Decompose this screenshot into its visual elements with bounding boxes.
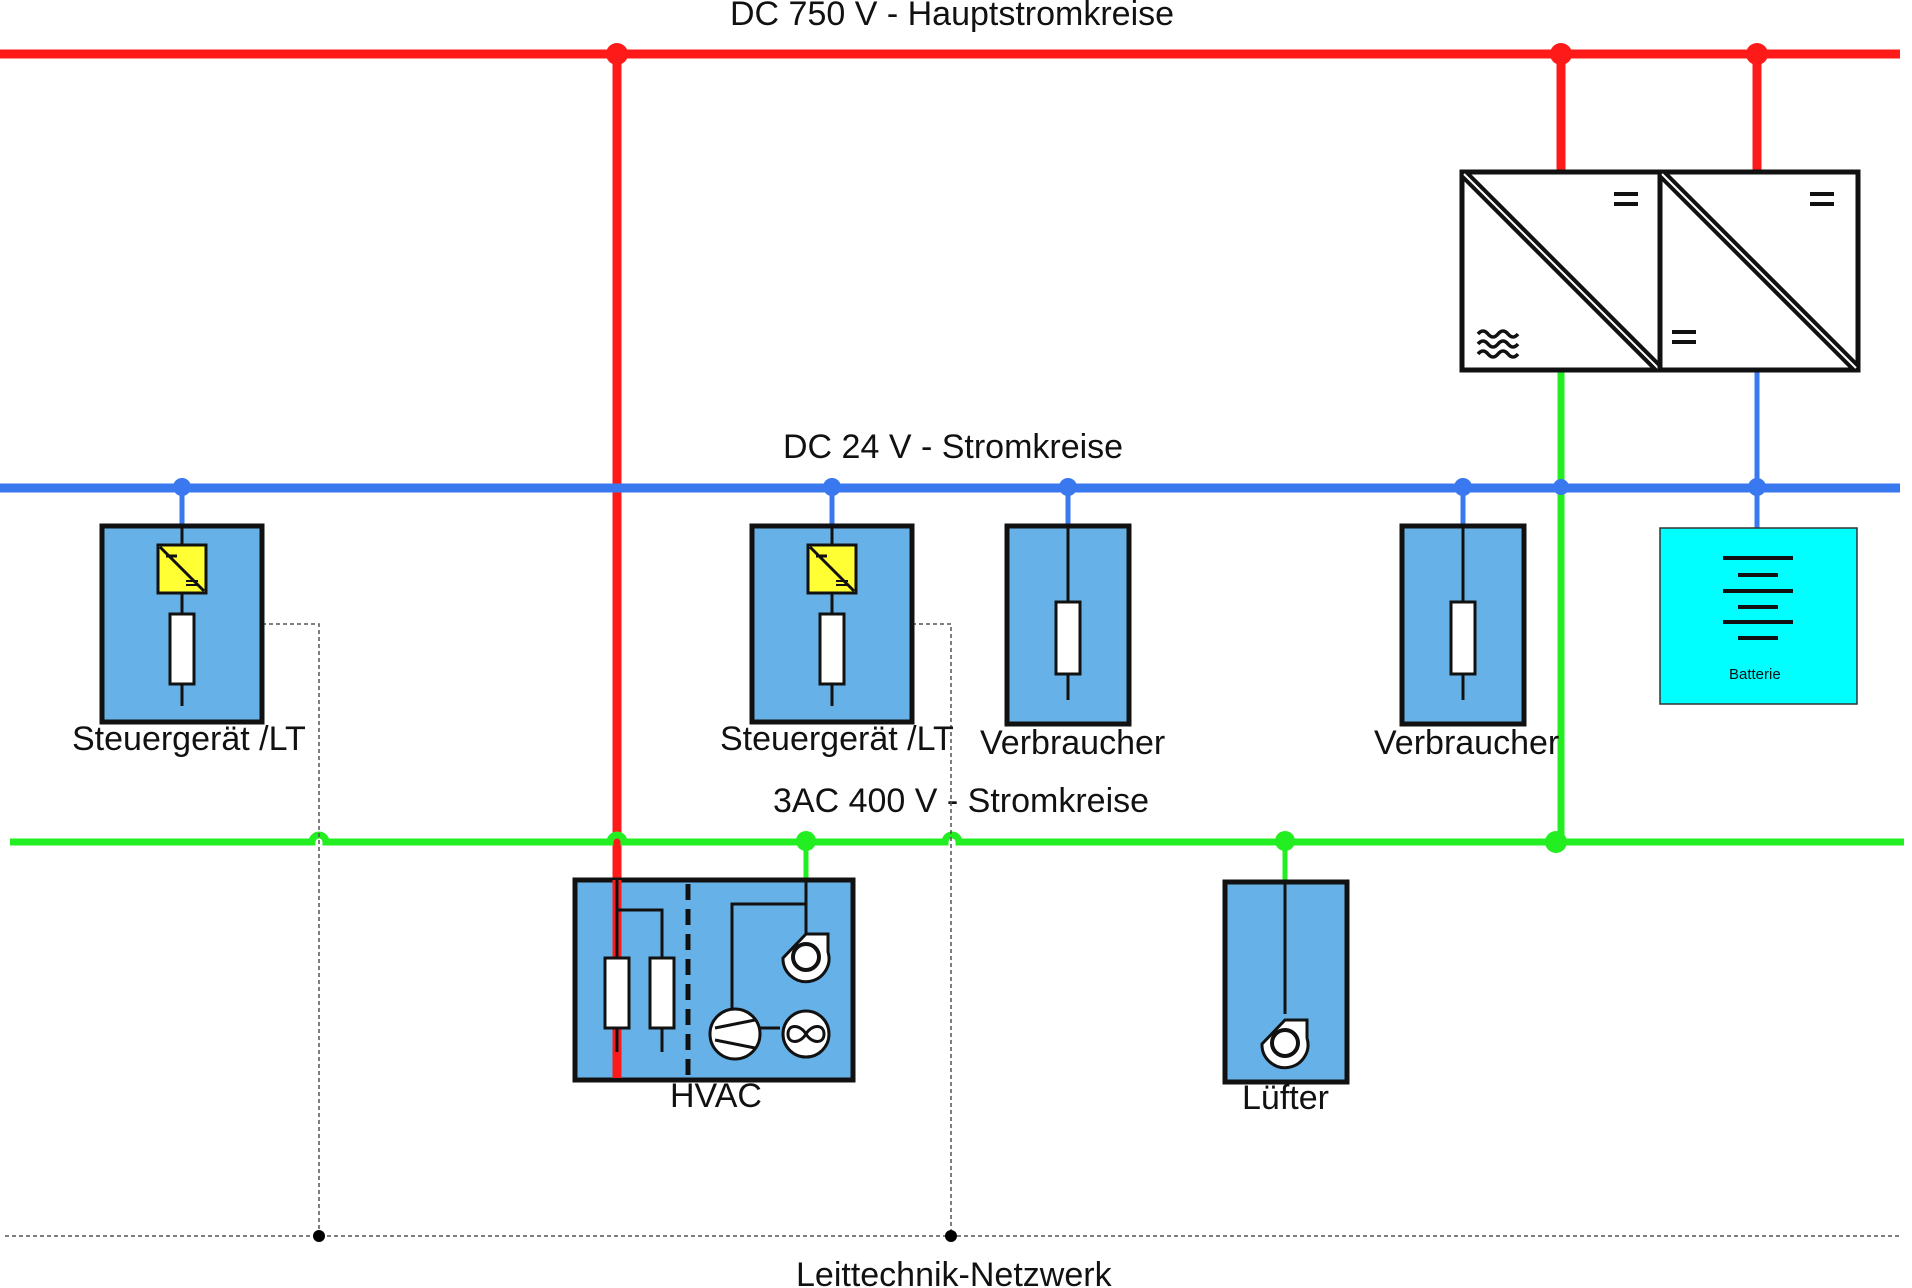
- hvac-heater-2-resistor-icon: [648, 956, 676, 1030]
- ecu-1-converter-icon: [156, 543, 208, 595]
- dc24-node-consumer2: [1454, 478, 1472, 496]
- network-node-ecu2: [945, 1230, 957, 1242]
- control-network: Leittechnik-Netzwerk: [5, 623, 1900, 1288]
- network-link-ecu2: [912, 623, 952, 1236]
- hvac-blower-icon: [781, 932, 831, 984]
- fan: Lüfter: [1222, 879, 1350, 1117]
- hvac-compressor-icon: [708, 1007, 762, 1061]
- dc24-bus-label: DC 24 V - Stromkreise: [783, 428, 1123, 466]
- converter-ac-output-symbol: [1476, 329, 1520, 359]
- converter-dc: [1657, 169, 1861, 373]
- ac400-node-converter-ac: [1545, 831, 1567, 853]
- ac400-node-hvac: [796, 831, 816, 851]
- ac400-bus-line: [10, 831, 1904, 846]
- dc24-node-converter-dc: [1748, 478, 1766, 496]
- dc750-node-converter-dc: [1746, 43, 1768, 65]
- hvac-pump-icon: [781, 1009, 831, 1059]
- ecu-2: Steuergerät /LT: [720, 523, 954, 758]
- consumer-1-label: Verbraucher: [980, 724, 1165, 762]
- consumer-2: Verbraucher: [1374, 523, 1559, 762]
- consumer-2-label: Verbraucher: [1374, 724, 1559, 762]
- consumer-2-resistor-icon: [1449, 600, 1477, 676]
- ecu-2-converter-icon: [806, 543, 858, 595]
- hvac: HVAC: [572, 877, 856, 1115]
- consumer-1-resistor-icon: [1054, 600, 1082, 676]
- ecu-2-resistor-icon: [818, 612, 846, 686]
- ecu-1-label: Steuergerät /LT: [72, 720, 306, 758]
- battery-label: Batterie: [1729, 666, 1781, 683]
- ac400-bus: 3AC 400 V - Stromkreise: [10, 782, 1904, 880]
- ac400-node-fan: [1275, 831, 1295, 851]
- converter-dc-diagonal-inner: [1661, 173, 1857, 369]
- converter-dc-input-symbol: [1810, 192, 1834, 206]
- battery: Batterie: [1659, 527, 1858, 705]
- dc750-bus: DC 750 V - Hauptstromkreise: [0, 0, 1900, 59]
- ac400-bus-label: 3AC 400 V - Stromkreise: [773, 782, 1149, 820]
- network-link-ecu1: [262, 623, 320, 1236]
- dc750-node-hvac: [606, 43, 628, 65]
- hvac-heater-1-resistor-icon: [603, 956, 631, 1030]
- fan-blower-icon: [1260, 1018, 1310, 1070]
- hvac-label: HVAC: [670, 1077, 762, 1115]
- converter-ac-input-symbol: [1614, 192, 1638, 206]
- dc24-node-ecu1: [173, 478, 191, 496]
- converter-dc-output-symbol: [1672, 330, 1696, 344]
- dc24-node-consumer1: [1059, 478, 1077, 496]
- network-label: Leittechnik-Netzwerk: [796, 1256, 1113, 1288]
- converter-ac-diagonal-inner: [1463, 173, 1659, 369]
- dc24-bus: DC 24 V - Stromkreise: [0, 370, 1900, 530]
- dc750-node-converter-ac: [1550, 43, 1572, 65]
- dc24-crossing-converter-ac: [1553, 479, 1569, 495]
- dc24-node-ecu2: [823, 478, 841, 496]
- ecu-1-resistor-icon: [168, 612, 196, 686]
- converter-ac: [1459, 169, 1663, 373]
- battery-icon: [1723, 556, 1793, 640]
- network-node-ecu1: [313, 1230, 325, 1242]
- dc750-drops: [606, 43, 1768, 880]
- fan-label: Lüfter: [1242, 1079, 1329, 1117]
- dc750-bus-label: DC 750 V - Hauptstromkreise: [730, 0, 1174, 33]
- ecu-2-label: Steuergerät /LT: [720, 720, 954, 758]
- consumer-1: Verbraucher: [980, 523, 1165, 762]
- ecu-1: Steuergerät /LT: [72, 523, 306, 758]
